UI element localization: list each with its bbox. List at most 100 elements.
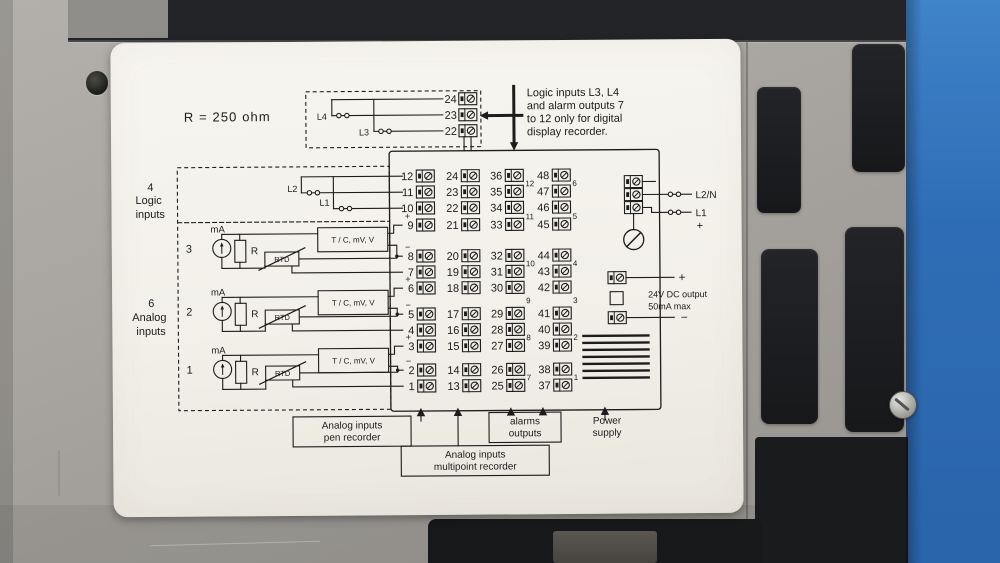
switch-contact xyxy=(667,191,674,198)
current-arrow xyxy=(220,305,225,310)
terminal-number: 12 xyxy=(401,171,413,183)
terminal-col2-14 xyxy=(462,363,482,377)
terminal-screw xyxy=(560,250,569,260)
diagram-line xyxy=(426,284,433,292)
diagram-line xyxy=(426,326,433,334)
panel-hole xyxy=(86,71,108,95)
terminal-screw xyxy=(632,190,641,199)
terminal-clamp xyxy=(507,269,511,274)
terminal-top-24 xyxy=(458,92,478,106)
terminal-clamp xyxy=(419,343,423,349)
device-edge-shadow xyxy=(906,0,922,563)
diagram-line xyxy=(221,354,320,356)
terminal-col2-16 xyxy=(461,323,481,337)
panel-seam xyxy=(746,42,748,519)
terminal-number: 39 xyxy=(538,340,550,352)
terminal-screw xyxy=(425,325,434,335)
terminal-col3-35 xyxy=(504,184,524,199)
logic-heading: 4 xyxy=(147,182,153,194)
terminal-screw xyxy=(470,309,479,318)
digital-recorder-note: to 12 only for digital xyxy=(527,113,622,126)
terminal-screw xyxy=(469,203,478,212)
terminal-col1-12 xyxy=(415,169,435,183)
terminal-col4-45 xyxy=(552,217,572,231)
shunt-resistor xyxy=(234,302,247,326)
diagram-line xyxy=(562,310,569,317)
terminal-clamp xyxy=(554,252,558,258)
terminal-col4-41 xyxy=(552,306,572,320)
polarity-plus: + xyxy=(405,211,410,221)
alarm-output-number: 9 xyxy=(526,296,531,305)
r-label: R xyxy=(251,309,258,320)
terminal-screw xyxy=(632,203,641,212)
terminal-screw xyxy=(469,283,479,292)
l1-label: L1 xyxy=(319,198,329,208)
terminal-clamp xyxy=(626,179,630,185)
terminal-clamp xyxy=(555,342,559,348)
diagram-wire xyxy=(298,256,398,260)
terminal-number: 34 xyxy=(490,202,502,214)
multipoint-label: Analog inputs xyxy=(445,449,506,460)
terminal-screw xyxy=(561,380,570,390)
terminal-screw xyxy=(514,365,523,374)
terminal-clamp xyxy=(554,268,558,274)
diagram-line xyxy=(561,188,568,195)
analog-heading: Analog xyxy=(132,312,166,324)
terminal-clamp xyxy=(463,253,467,259)
terminal-clamp xyxy=(555,366,559,372)
terminal-clamp xyxy=(463,173,467,179)
arrowhead xyxy=(453,407,463,417)
diagram-line xyxy=(514,221,521,228)
terminal-col4-39 xyxy=(552,338,573,352)
switch-contact xyxy=(338,205,345,212)
analog-heading: 6 xyxy=(148,298,154,310)
diagram-line xyxy=(562,284,569,291)
terminal-number: 3 xyxy=(408,341,414,353)
terminal-col2-22 xyxy=(460,201,481,215)
tc-input-box xyxy=(317,226,389,253)
terminal-screw xyxy=(425,309,434,319)
terminal-number: 38 xyxy=(538,364,550,376)
terminal-number: 16 xyxy=(447,325,459,337)
alarms-label: alarms xyxy=(510,416,540,427)
terminal-screw xyxy=(424,283,434,293)
pen-recorder-label: Analog inputs xyxy=(322,420,383,431)
diagram-line xyxy=(221,296,319,298)
diagram-wire xyxy=(642,206,692,213)
diagram-line xyxy=(425,252,432,260)
terminal-screw xyxy=(561,308,570,318)
terminal-col3-36 xyxy=(504,168,524,183)
terminal-number: 37 xyxy=(538,380,550,392)
terminal-number: 48 xyxy=(537,170,549,182)
terminal-clamp xyxy=(554,221,558,227)
terminal-clamp xyxy=(460,96,464,102)
terminal-screw xyxy=(514,381,523,390)
terminal-screw xyxy=(514,309,523,318)
terminal-col4-42 xyxy=(552,280,572,294)
terminal-clamp xyxy=(609,275,613,281)
terminal-screw xyxy=(470,365,479,374)
diagram-line xyxy=(625,231,642,248)
terminal-screw xyxy=(424,171,433,181)
terminal-col2-17 xyxy=(461,307,481,321)
r-label: R xyxy=(251,246,258,257)
terminal-screw xyxy=(561,324,570,334)
terminal-clamp xyxy=(464,327,468,333)
diagram-line xyxy=(562,366,569,373)
terminal-number: 10 xyxy=(401,203,413,215)
terminal-clamp xyxy=(610,315,613,321)
terminal-clamp xyxy=(463,285,467,291)
panel-scratch xyxy=(58,450,60,496)
terminal-clamp xyxy=(507,173,511,178)
terminal-screw xyxy=(513,203,522,212)
multipoint-box xyxy=(400,444,550,477)
terminal-number: 40 xyxy=(538,324,550,336)
terminal-screw xyxy=(560,202,569,212)
power-supply-label: Power xyxy=(593,416,622,427)
terminal-clamp xyxy=(464,383,468,389)
diagram-line xyxy=(471,284,478,291)
inputs-dashed-box xyxy=(176,165,392,412)
terminal-number: 25 xyxy=(491,380,503,392)
diagram-line xyxy=(467,95,474,102)
